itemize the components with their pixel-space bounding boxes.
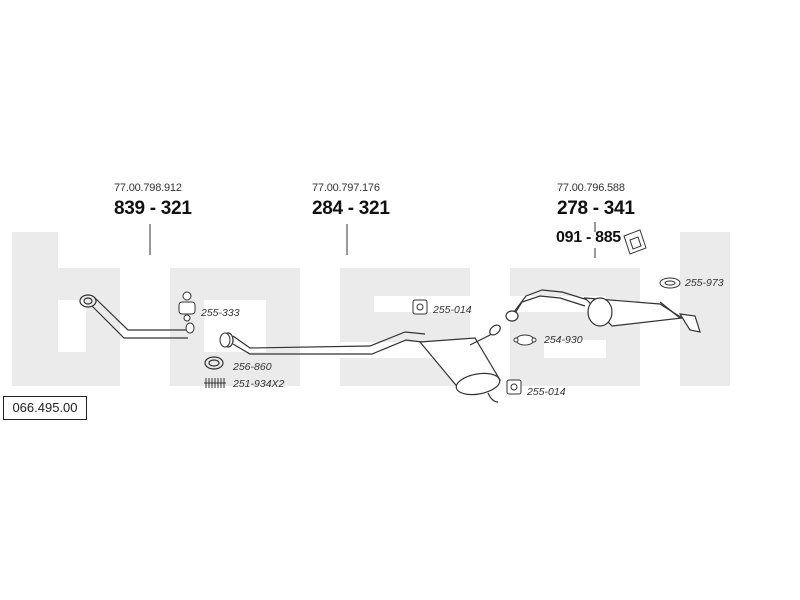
rear-section [505,289,701,333]
rubber-hanger-icon [178,291,196,322]
kit-number: 091 - 885 [556,229,621,246]
center-muffler [418,324,501,403]
part-label-255-333: 255-333 [201,307,240,319]
part-label-251-934x2: 251-934X2 [233,378,285,390]
clamp-icon [513,334,537,346]
part-label-255-973: 255-973 [685,277,724,289]
part-label-254-930: 254-930 [544,334,583,346]
rubber-ring-icon [659,277,681,289]
front-pipe [79,294,188,339]
part-number-front-pipe: 839 - 321 [114,198,192,219]
oem-ref-middle-section: 77.00.797.176 [312,182,380,194]
part-label-255-014-lower: 255-014 [527,386,566,398]
oem-ref-front-pipe: 77.00.798.912 [114,182,182,194]
catalog-number-box: 066.495.00 [3,396,87,420]
spring-icon [204,378,226,388]
part-label-256-860: 256-860 [233,361,272,373]
part-number-middle-section: 284 - 321 [312,198,390,219]
mounting-kit-icon [623,229,647,255]
rubber-mount-icon-1 [412,299,428,315]
rubber-mount-icon-2 [506,379,522,395]
oem-ref-rear-muffler: 77.00.796.588 [557,182,625,194]
part-label-255-014-upper: 255-014 [433,304,472,316]
part-number-rear-muffler: 278 - 341 [557,198,635,219]
gasket-ring-icon [204,356,224,370]
flange-icon [185,322,231,348]
bosal-watermark [12,232,730,386]
